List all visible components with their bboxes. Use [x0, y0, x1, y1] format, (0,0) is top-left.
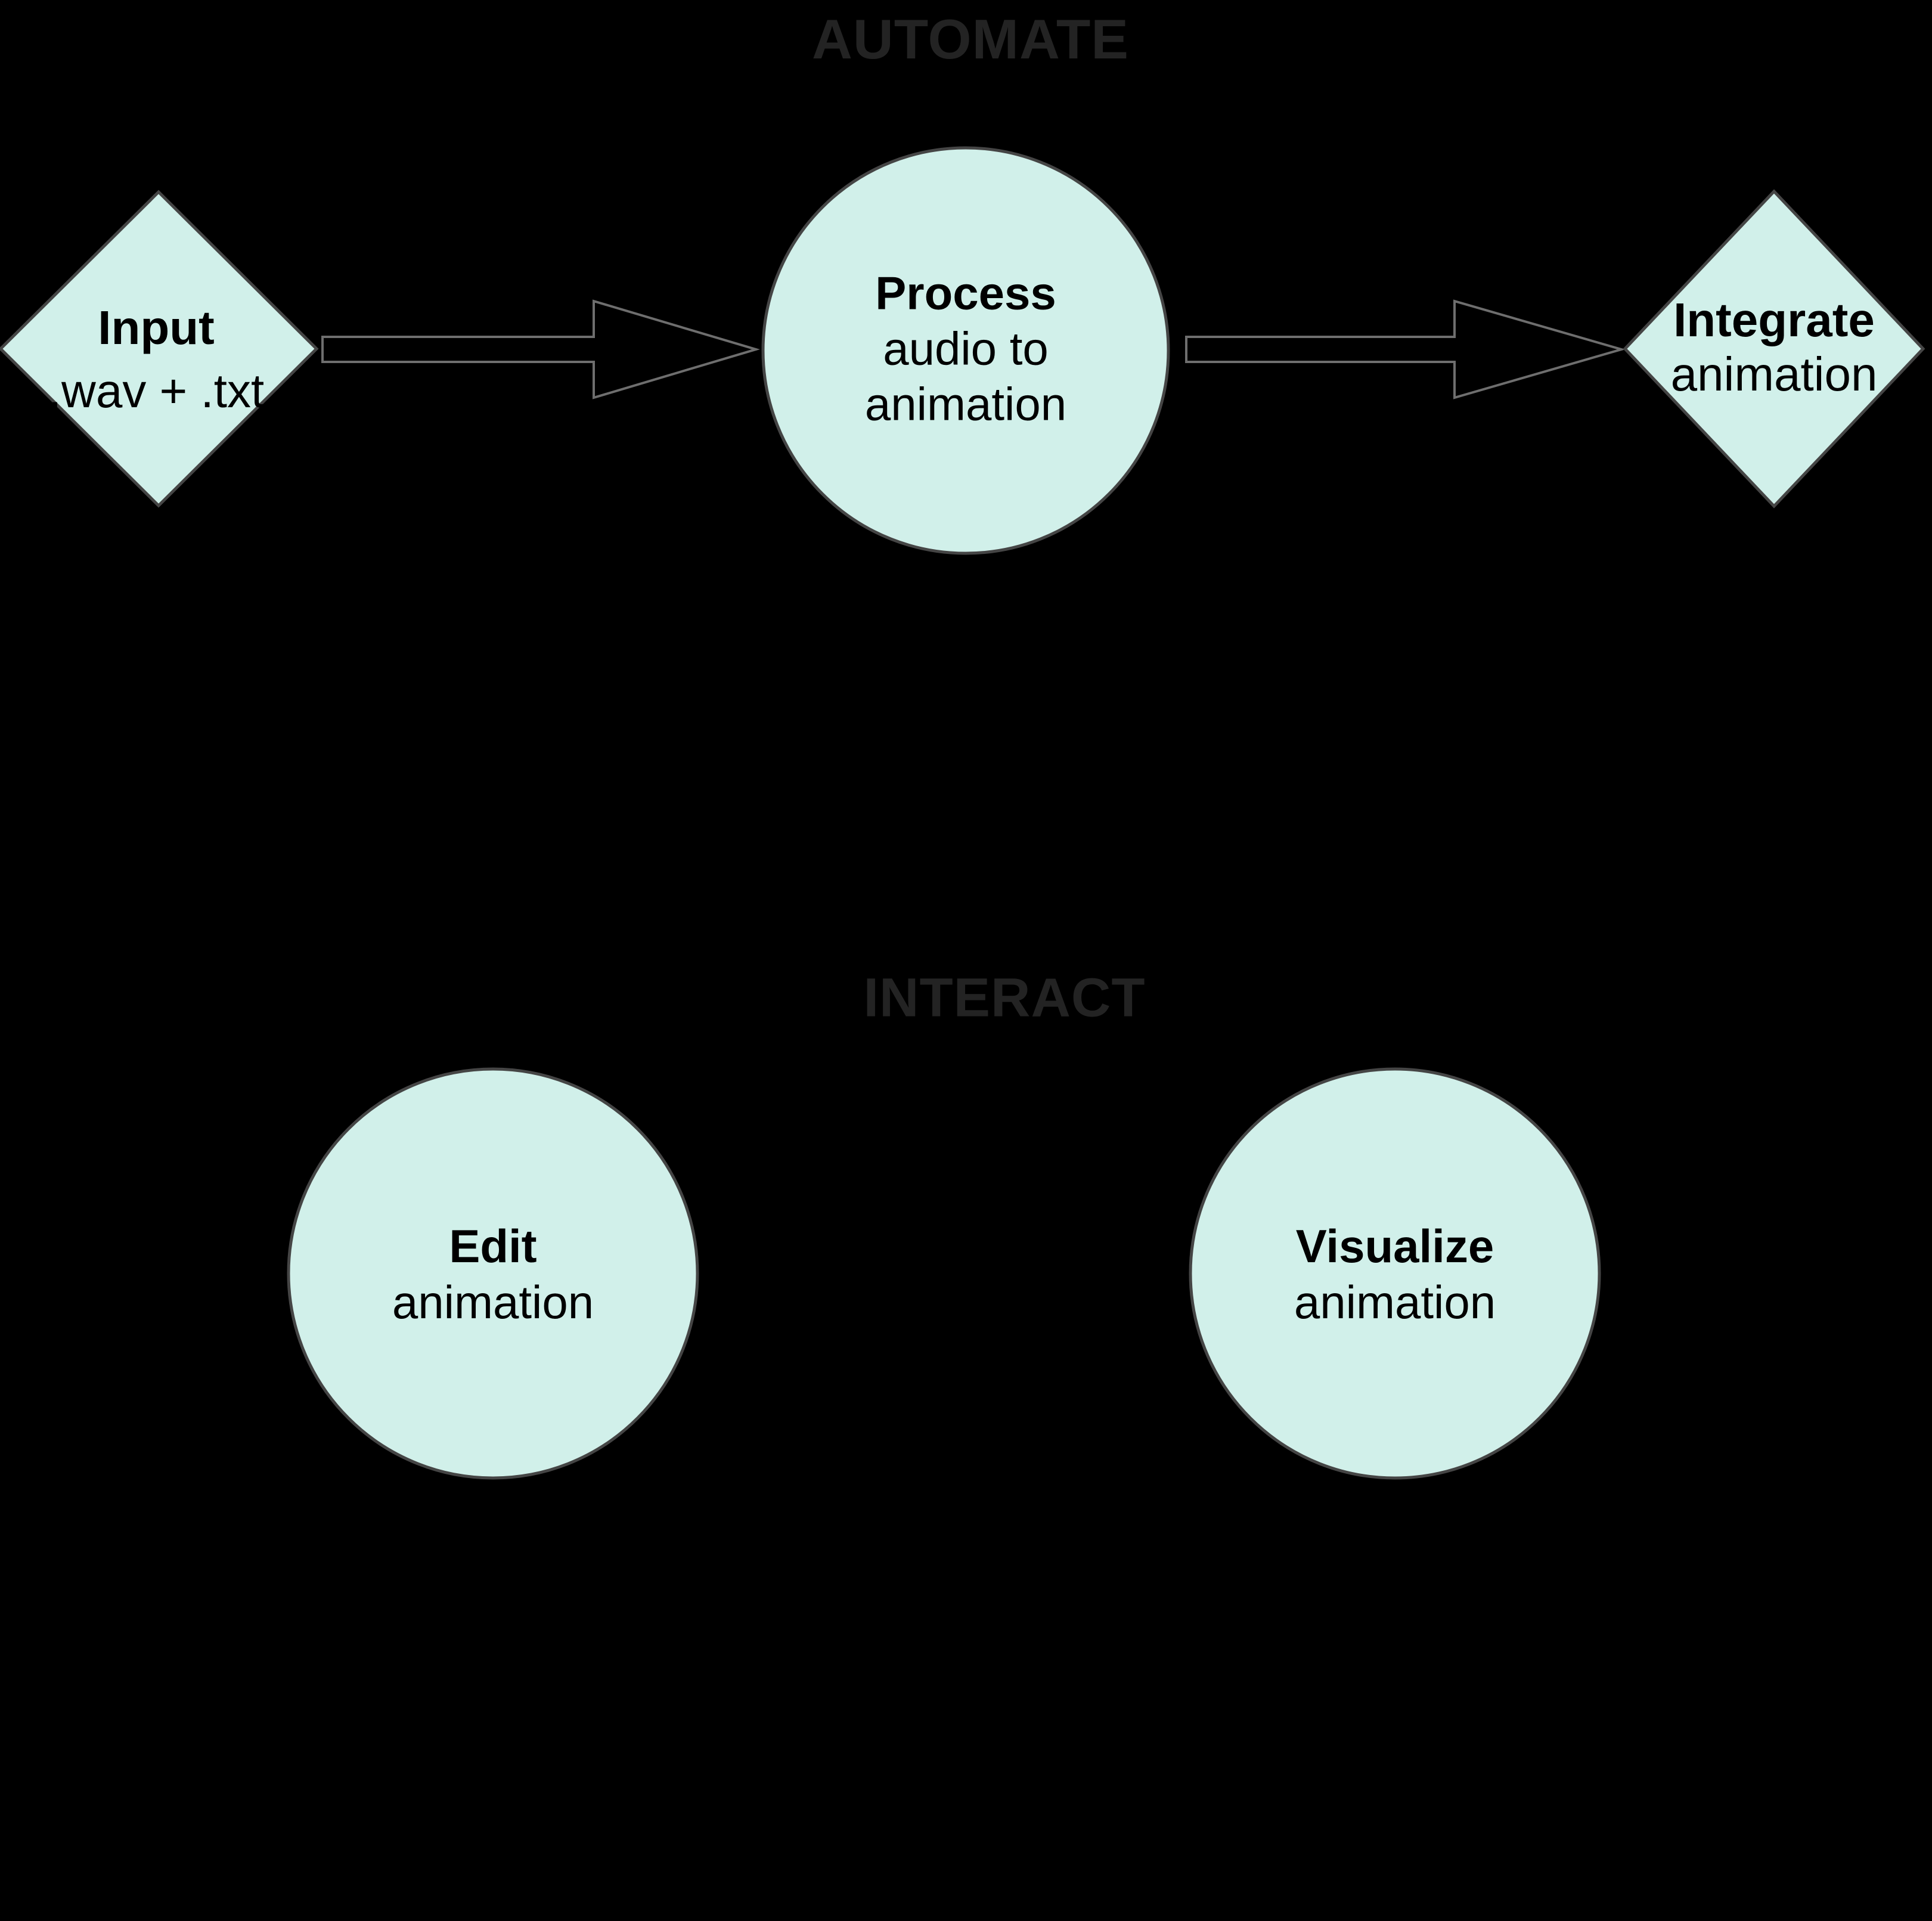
process-node-subtitle-line2: animation	[864, 377, 1067, 430]
integrate-diamond-shape	[1623, 189, 1925, 509]
edit-node-label: Edit animation	[392, 1218, 594, 1330]
input-diamond-shape	[0, 190, 319, 508]
visualize-circle-shape	[1189, 1067, 1601, 1480]
visualize-node-subtitle: animation	[1294, 1276, 1496, 1328]
visualize-node-label: Visualize animation	[1294, 1218, 1496, 1330]
integrate-node-label: Integrate animation	[1671, 293, 1878, 401]
process-node-subtitle-line1: audio to	[883, 322, 1049, 375]
process-node-title: Process	[875, 267, 1056, 320]
process-node-label: Process audio to animation	[865, 266, 1066, 432]
flow-arrow-input-to-process	[321, 299, 761, 399]
visualize-node-title: Visualize	[1295, 1220, 1494, 1272]
integrate-node-title: Integrate	[1673, 293, 1875, 346]
section-title-interact: INTERACT	[863, 967, 1146, 1028]
input-node-subtitle: .wav + .txt	[48, 364, 265, 417]
section-title-automate: AUTOMATE	[812, 8, 1129, 70]
input-node-label: Input .wav + .txt	[48, 296, 264, 423]
process-circle-shape	[761, 146, 1170, 555]
integrate-node-subtitle: animation	[1670, 348, 1878, 401]
edit-circle-shape	[287, 1067, 699, 1480]
edit-node-title: Edit	[449, 1220, 537, 1272]
edit-node-subtitle: animation	[392, 1276, 594, 1328]
input-node-title: Input	[98, 301, 215, 354]
flow-arrow-process-to-integrate	[1185, 299, 1626, 399]
